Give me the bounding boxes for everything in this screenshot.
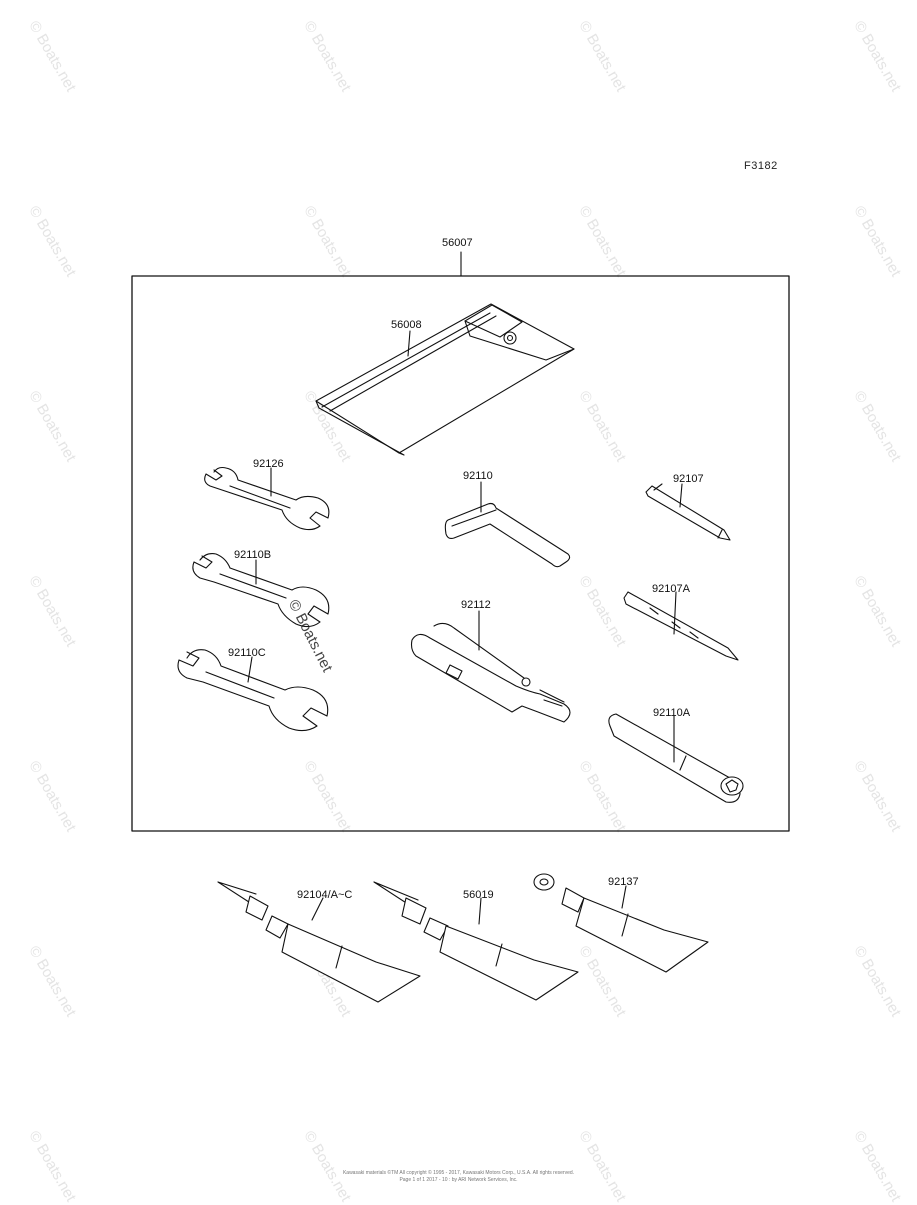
figure-code: F3182 [744, 160, 778, 172]
hex-key-icon [444, 502, 571, 568]
part-label: 92126 [253, 458, 284, 470]
part-label: 92112 [461, 599, 491, 611]
leader-line [311, 897, 324, 921]
part-label: 92110A [653, 707, 691, 719]
part-label: 92110C [228, 647, 266, 659]
part-label: 92107A [652, 583, 691, 595]
leader-line [673, 591, 677, 635]
assembly-label: 56007 [442, 237, 473, 249]
pliers-icon [410, 622, 571, 723]
footer-line: Kawasaki materials ©TM All copyright © 1… [342, 1170, 575, 1176]
leader-line [621, 885, 627, 909]
part-label: 56019 [463, 889, 494, 901]
screwdriver-bit-icon [645, 483, 731, 541]
part-label: 92104/A~C [297, 889, 352, 901]
footer-line: Page 1 of 1 2017 - 10 : by ARI Network S… [399, 1177, 518, 1183]
box-wrench-icon [608, 713, 744, 803]
leader-line [247, 656, 253, 683]
grease-tube-icon [533, 873, 709, 973]
part-label: 56008 [391, 319, 422, 331]
wrench-icon [177, 649, 329, 732]
leader-line [478, 897, 482, 925]
wrench-icon [204, 466, 330, 531]
leader-line [407, 330, 411, 357]
wrench-icon [192, 553, 330, 628]
screwdriver-icon [623, 591, 739, 661]
part-label: 92110 [463, 470, 493, 482]
part-label: 92110B [234, 549, 271, 561]
leader-line [679, 483, 683, 508]
part-label: 92107 [673, 473, 704, 485]
grease-tube-icon [217, 881, 421, 1003]
grease-tube-icon [373, 881, 579, 1001]
tool-bag-icon [315, 303, 575, 456]
part-label: 92137 [608, 876, 639, 888]
